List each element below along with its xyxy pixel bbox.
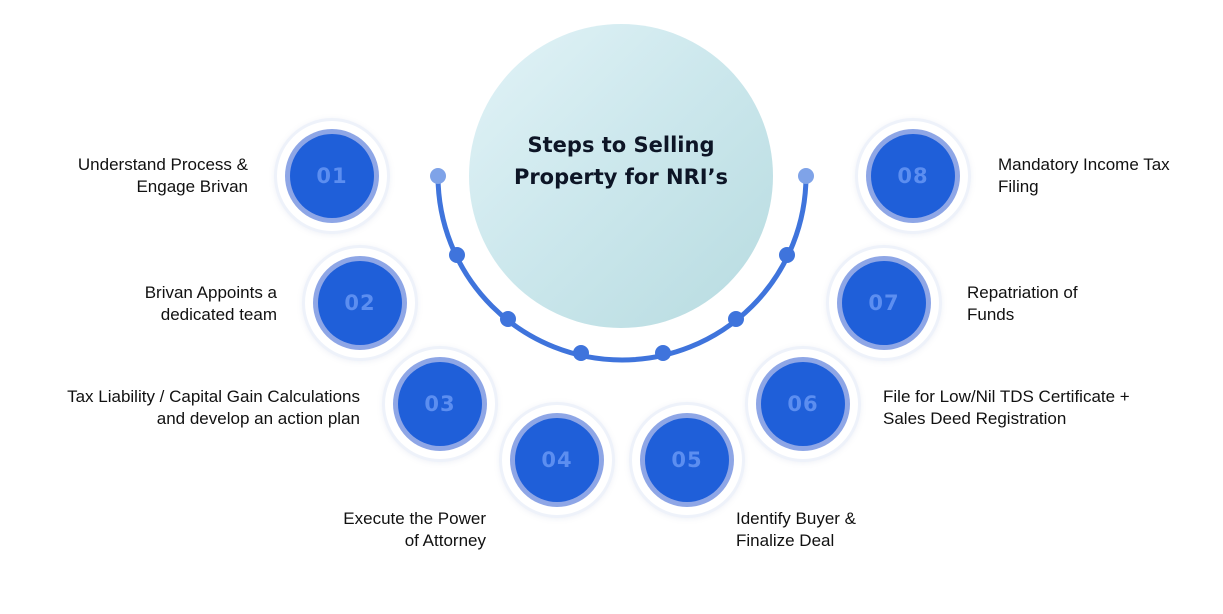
step-ring: 01 bbox=[285, 129, 379, 223]
step-ring: 03 bbox=[393, 357, 487, 451]
step-number: 01 bbox=[290, 134, 374, 218]
step-label-line: File for Low/Nil TDS Certificate + bbox=[883, 387, 1130, 406]
step-04-badge: 04 bbox=[499, 402, 615, 518]
step-label-line: Identify Buyer & bbox=[736, 509, 857, 528]
step-number: 06 bbox=[761, 362, 845, 446]
arc-dot bbox=[798, 168, 814, 184]
step-label-line: Filing bbox=[998, 177, 1039, 196]
step-label-line: Tax Liability / Capital Gain Calculation… bbox=[67, 387, 360, 406]
arc-dot bbox=[449, 247, 465, 263]
step-label-line: dedicated team bbox=[160, 305, 277, 324]
arc-dot bbox=[573, 345, 589, 361]
step-02-label: Brivan Appoints a dedicated team bbox=[145, 282, 277, 326]
title-line-1: Steps to Selling bbox=[527, 133, 715, 157]
step-08-badge: 08 bbox=[855, 118, 971, 234]
step-label-line: Understand Process & bbox=[77, 155, 248, 174]
step-ring: 05 bbox=[640, 413, 734, 507]
step-number: 05 bbox=[645, 418, 729, 502]
step-ring: 04 bbox=[510, 413, 604, 507]
step-label-line: of Attorney bbox=[404, 531, 486, 550]
step-02-badge: 02 bbox=[302, 245, 418, 361]
step-07-label: Repatriation of Funds bbox=[967, 282, 1078, 326]
arc-dot bbox=[430, 168, 446, 184]
step-label-line: Engage Brivan bbox=[136, 177, 248, 196]
step-08-label: Mandatory Income Tax Filing bbox=[998, 154, 1170, 198]
step-label-line: and develop an action plan bbox=[156, 409, 360, 428]
step-ring: 06 bbox=[756, 357, 850, 451]
step-label-line: Brivan Appoints a bbox=[144, 283, 277, 302]
step-ring: 08 bbox=[866, 129, 960, 223]
step-03-label: Tax Liability / Capital Gain Calculation… bbox=[67, 386, 360, 430]
arc-dot bbox=[655, 345, 671, 361]
center-title-circle: Steps to Selling Property for NRI’s bbox=[469, 24, 773, 328]
step-05-label: Identify Buyer & Finalize Deal bbox=[736, 508, 856, 552]
arc-dot bbox=[779, 247, 795, 263]
step-label-line: Sales Deed Registration bbox=[883, 409, 1067, 428]
step-number: 03 bbox=[398, 362, 482, 446]
step-label-line: Execute the Power bbox=[343, 509, 486, 528]
step-04-label: Execute the Power of Attorney bbox=[343, 508, 486, 552]
step-number: 02 bbox=[318, 261, 402, 345]
step-number: 08 bbox=[871, 134, 955, 218]
step-01-badge: 01 bbox=[274, 118, 390, 234]
step-label-line: Mandatory Income Tax bbox=[998, 155, 1170, 174]
title-line-2: Property for NRI’s bbox=[513, 165, 729, 189]
step-label-line: Funds bbox=[967, 305, 1015, 324]
step-label-line: Repatriation of bbox=[967, 283, 1078, 302]
step-ring: 02 bbox=[313, 256, 407, 350]
diagram-title: Steps to Selling Property for NRI’s bbox=[506, 129, 736, 193]
step-06-badge: 06 bbox=[745, 346, 861, 462]
arc-dot bbox=[728, 311, 744, 327]
step-06-label: File for Low/Nil TDS Certificate + Sales… bbox=[883, 386, 1130, 430]
step-ring: 07 bbox=[837, 256, 931, 350]
step-number: 07 bbox=[842, 261, 926, 345]
step-01-label: Understand Process & Engage Brivan bbox=[78, 154, 248, 198]
step-number: 04 bbox=[515, 418, 599, 502]
step-05-badge: 05 bbox=[629, 402, 745, 518]
step-03-badge: 03 bbox=[382, 346, 498, 462]
step-label-line: Finalize Deal bbox=[736, 531, 835, 550]
step-07-badge: 07 bbox=[826, 245, 942, 361]
arc-dot bbox=[500, 311, 516, 327]
